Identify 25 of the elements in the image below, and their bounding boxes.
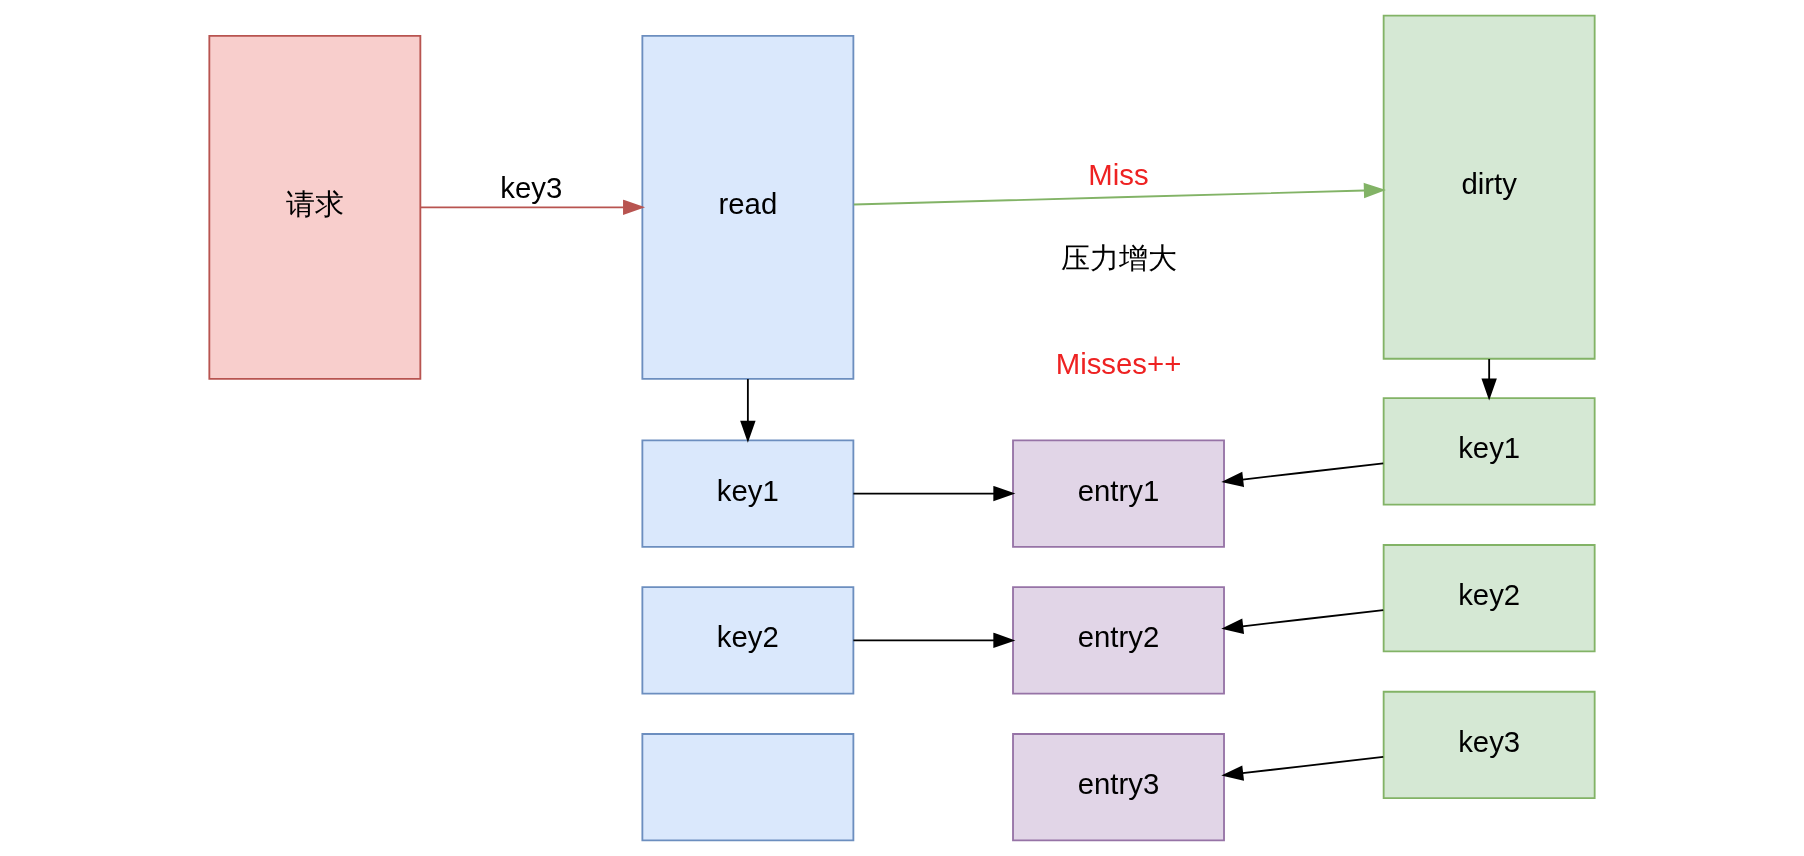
arrow bbox=[852, 632, 1016, 649]
node-box: key2 bbox=[641, 586, 855, 695]
node-box: read bbox=[641, 34, 855, 380]
arrow bbox=[852, 485, 1016, 502]
edge-label: Miss bbox=[1088, 157, 1149, 191]
arrow bbox=[740, 378, 756, 443]
arrow bbox=[1221, 756, 1385, 781]
arrow bbox=[1221, 609, 1385, 634]
node-box: key2 bbox=[1382, 544, 1596, 653]
node-box: 请求 bbox=[208, 34, 422, 380]
arrow bbox=[852, 182, 1386, 206]
arrow bbox=[1221, 462, 1385, 488]
arrow bbox=[419, 199, 646, 216]
node-box: key1 bbox=[1382, 397, 1596, 506]
label: 压力增大 bbox=[1060, 240, 1177, 274]
edge-label: key3 bbox=[500, 170, 563, 204]
node-box: key1 bbox=[641, 439, 855, 548]
node-box: dirty bbox=[1382, 14, 1596, 360]
node-box: key3 bbox=[1382, 690, 1596, 800]
node-box: entry2 bbox=[1012, 586, 1225, 695]
node-box: entry3 bbox=[1012, 733, 1225, 842]
arrow bbox=[1481, 358, 1497, 401]
node-box: entry1 bbox=[1012, 439, 1225, 548]
label: Misses++ bbox=[1055, 346, 1182, 380]
node-box bbox=[641, 733, 855, 842]
